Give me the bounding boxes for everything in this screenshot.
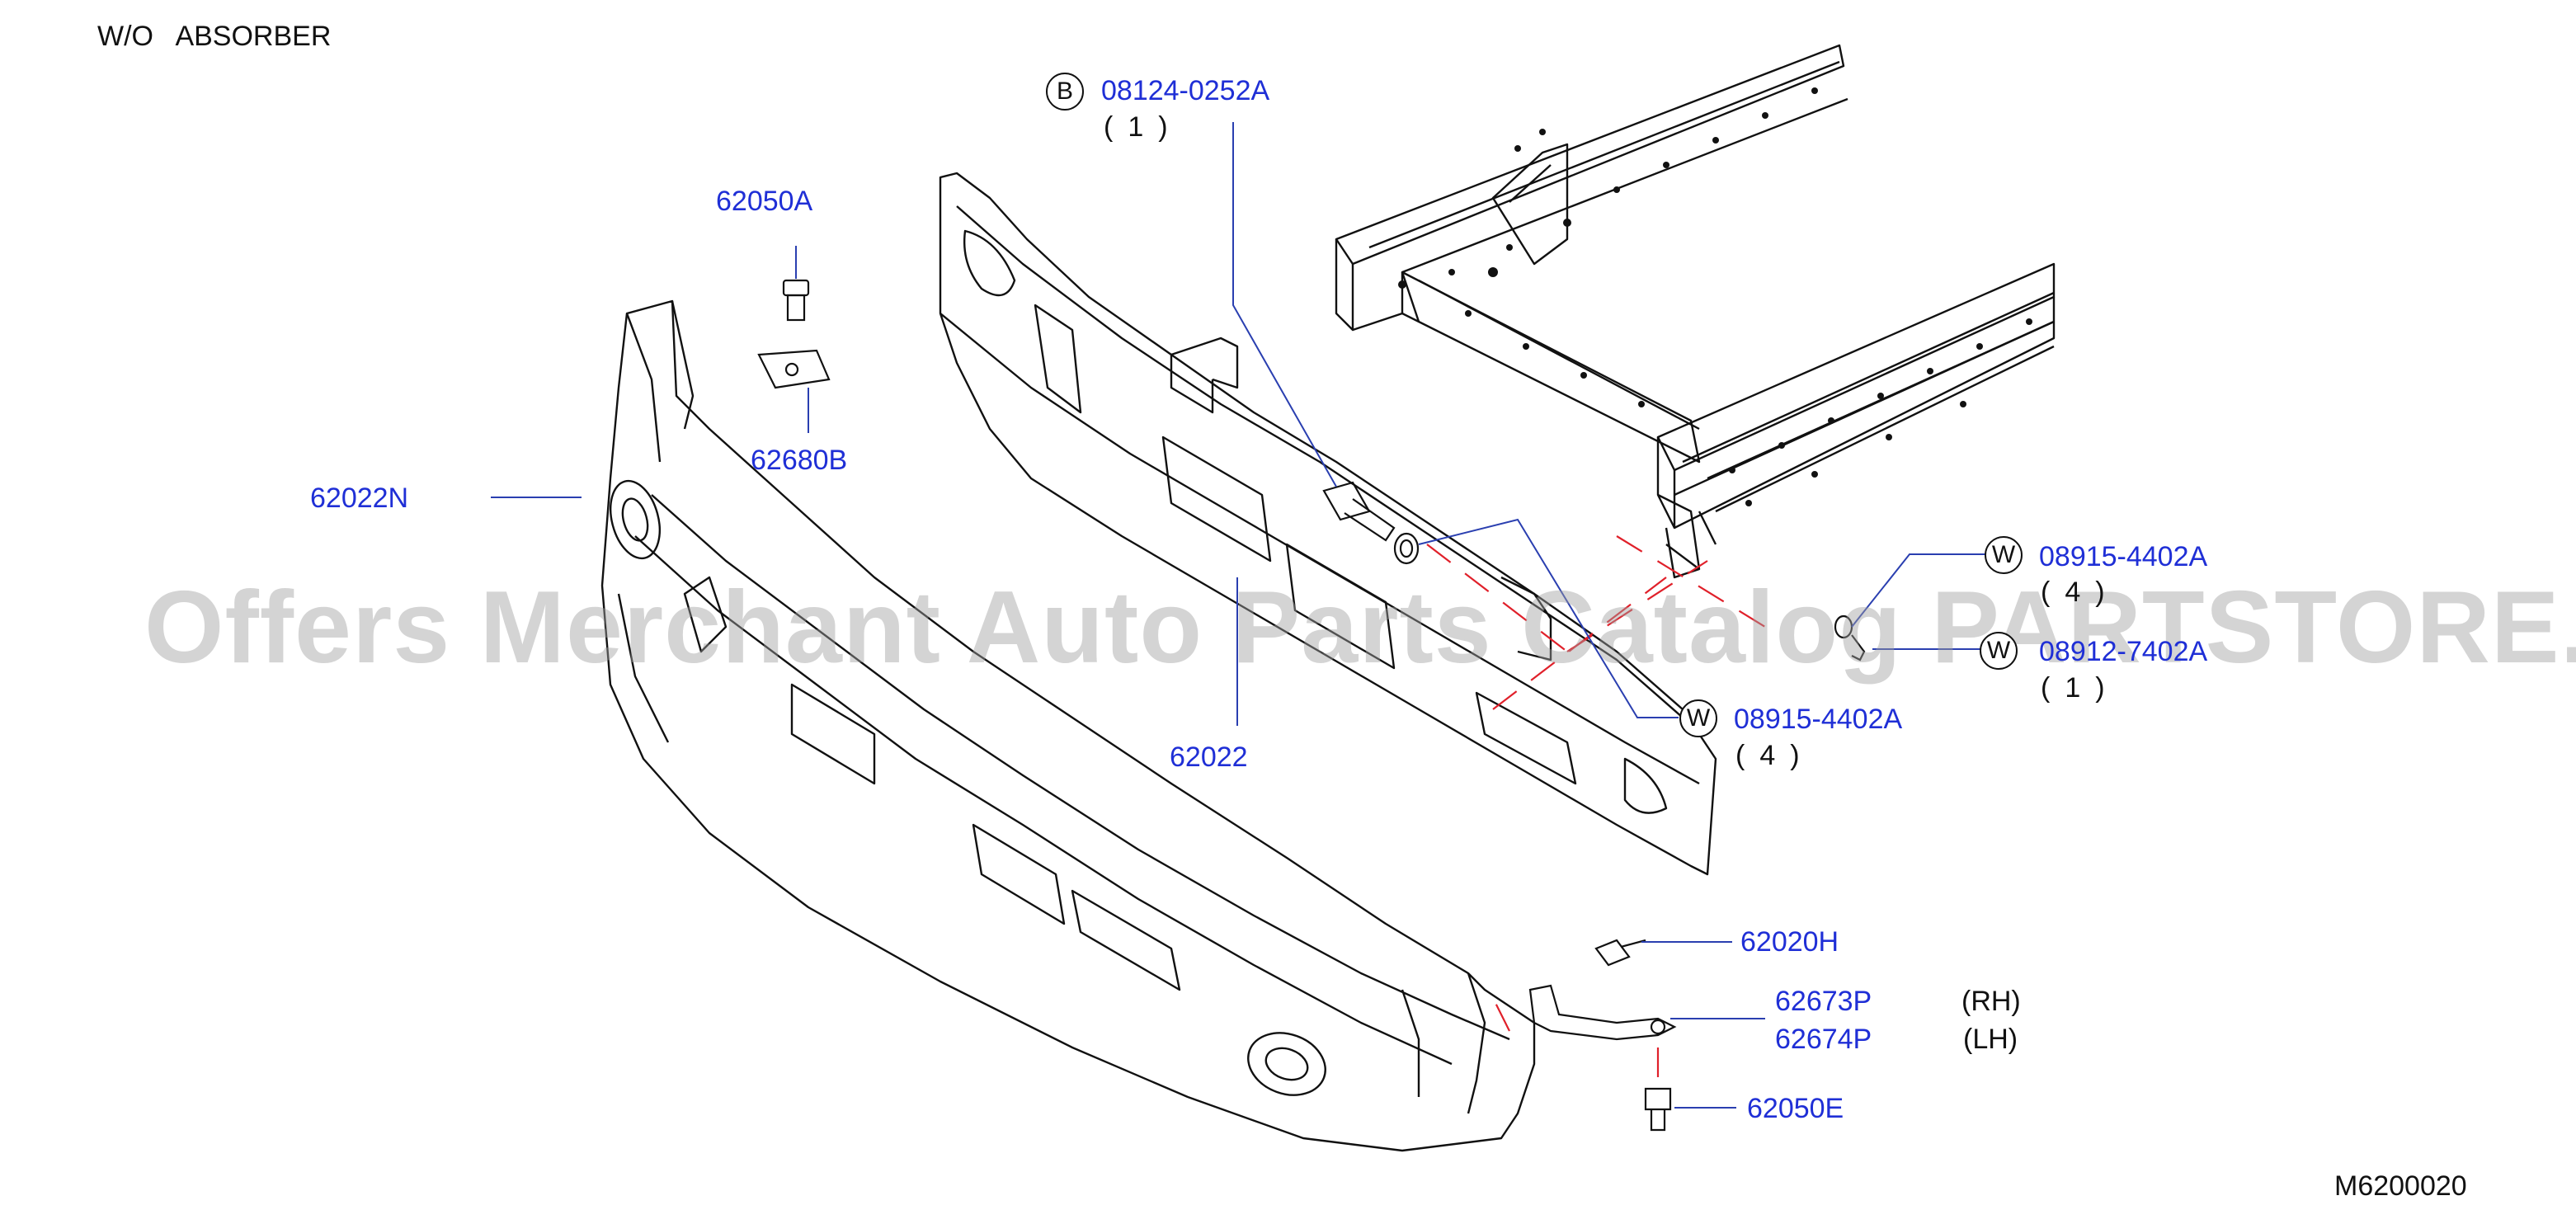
part-link-08915-4402A-center[interactable]: 08915-4402A bbox=[1734, 704, 1903, 735]
part-link-62022N[interactable]: 62022N bbox=[310, 483, 409, 514]
badge-w-icon: W bbox=[1985, 536, 2023, 574]
part-link-62674P[interactable]: 62674P bbox=[1775, 1024, 1872, 1055]
side-rh: (RH) bbox=[1961, 986, 2021, 1017]
qty-08124-0252A: (1) bbox=[1104, 111, 1183, 143]
badge-w-icon: W bbox=[1980, 632, 2018, 670]
leader-lines bbox=[491, 122, 1988, 1109]
part-link-08915-4402A-right[interactable]: 08915-4402A bbox=[2039, 541, 2208, 572]
part-link-62673P[interactable]: 62673P bbox=[1775, 986, 1872, 1017]
side-lh: (LH) bbox=[1963, 1024, 2018, 1055]
qty-08912-7402A: (1) bbox=[2041, 672, 2120, 704]
part-link-62022[interactable]: 62022 bbox=[1170, 741, 1248, 773]
part-link-62020H[interactable]: 62020H bbox=[1740, 926, 1839, 958]
qty-08915-4402A-center: (4) bbox=[1735, 740, 1815, 771]
alignment-lines bbox=[1426, 535, 1766, 1080]
badge-b-icon: B bbox=[1046, 73, 1084, 111]
reinforcement-62022 bbox=[939, 172, 1717, 876]
badge-w-icon: W bbox=[1679, 699, 1717, 737]
part-link-08124-0252A[interactable]: 08124-0252A bbox=[1101, 75, 1270, 106]
qty-08915-4402A-right: (4) bbox=[2041, 577, 2120, 608]
bumper-fascia-62022N bbox=[600, 299, 1536, 1152]
part-link-62680B[interactable]: 62680B bbox=[751, 445, 848, 476]
part-link-62050A[interactable]: 62050A bbox=[716, 186, 813, 217]
diagram-id: M6200020 bbox=[2334, 1170, 2467, 1202]
frame-holes bbox=[1398, 87, 2032, 506]
chassis-frame bbox=[1335, 44, 2056, 579]
header-title: W/O ABSORBER bbox=[97, 21, 332, 52]
part-link-08912-7402A[interactable]: 08912-7402A bbox=[2039, 636, 2208, 667]
part-link-62050E[interactable]: 62050E bbox=[1747, 1093, 1844, 1124]
